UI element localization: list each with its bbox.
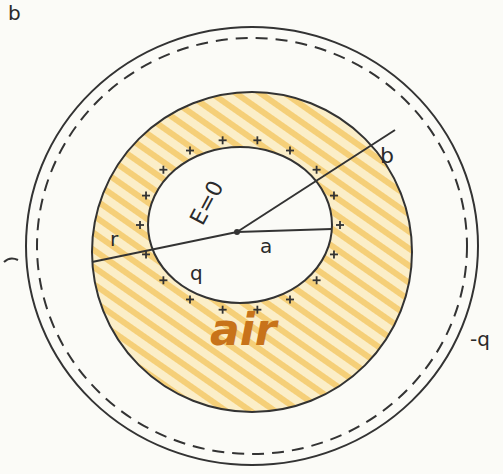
charge-label: q [190,262,203,284]
outer-sphere-region: b air E=0 a [92,92,412,412]
inner-sphere: E=0 a [148,147,332,303]
field-label: E=0 [186,177,229,229]
radius-label: b [8,2,21,24]
radius-label: b [380,144,394,168]
radius-label: a [260,235,272,257]
medium-label: air [210,306,276,354]
radius-label: r [110,228,118,250]
charge-label: -q [470,328,490,350]
